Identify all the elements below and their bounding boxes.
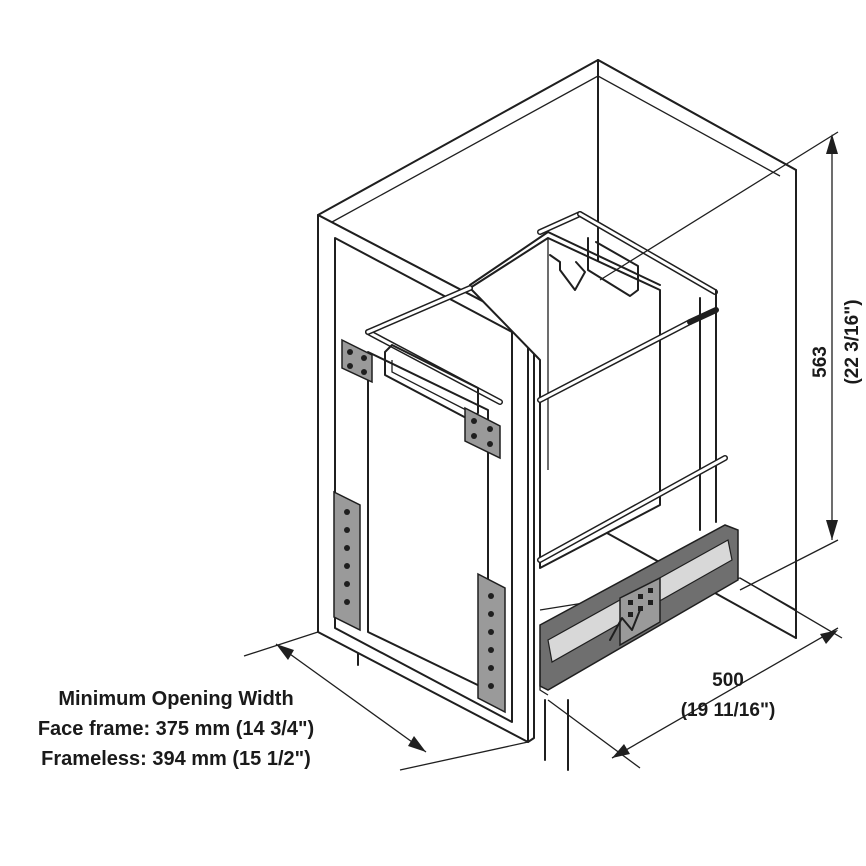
- height-dimension: [599, 131, 839, 591]
- pullout-unit: [333, 211, 739, 714]
- opening-face-frame: Face frame: 375 mm (14 3/4"): [38, 718, 314, 740]
- front-bin: [367, 351, 489, 691]
- depth-in-label: (19 11/16"): [681, 700, 776, 721]
- opening-frameless: Frameless: 394 mm (15 1/2"): [41, 748, 311, 770]
- height-in-label: (22 3/16"): [842, 299, 863, 384]
- height-mm-label: 563: [810, 346, 831, 378]
- depth-dimension: [547, 577, 843, 769]
- depth-mm-label: 500: [712, 670, 744, 691]
- width-dimension: [243, 631, 529, 771]
- lower-left-bracket: [333, 490, 361, 632]
- opening-title: Minimum Opening Width: [58, 688, 293, 710]
- lower-right-bracket: [477, 572, 506, 714]
